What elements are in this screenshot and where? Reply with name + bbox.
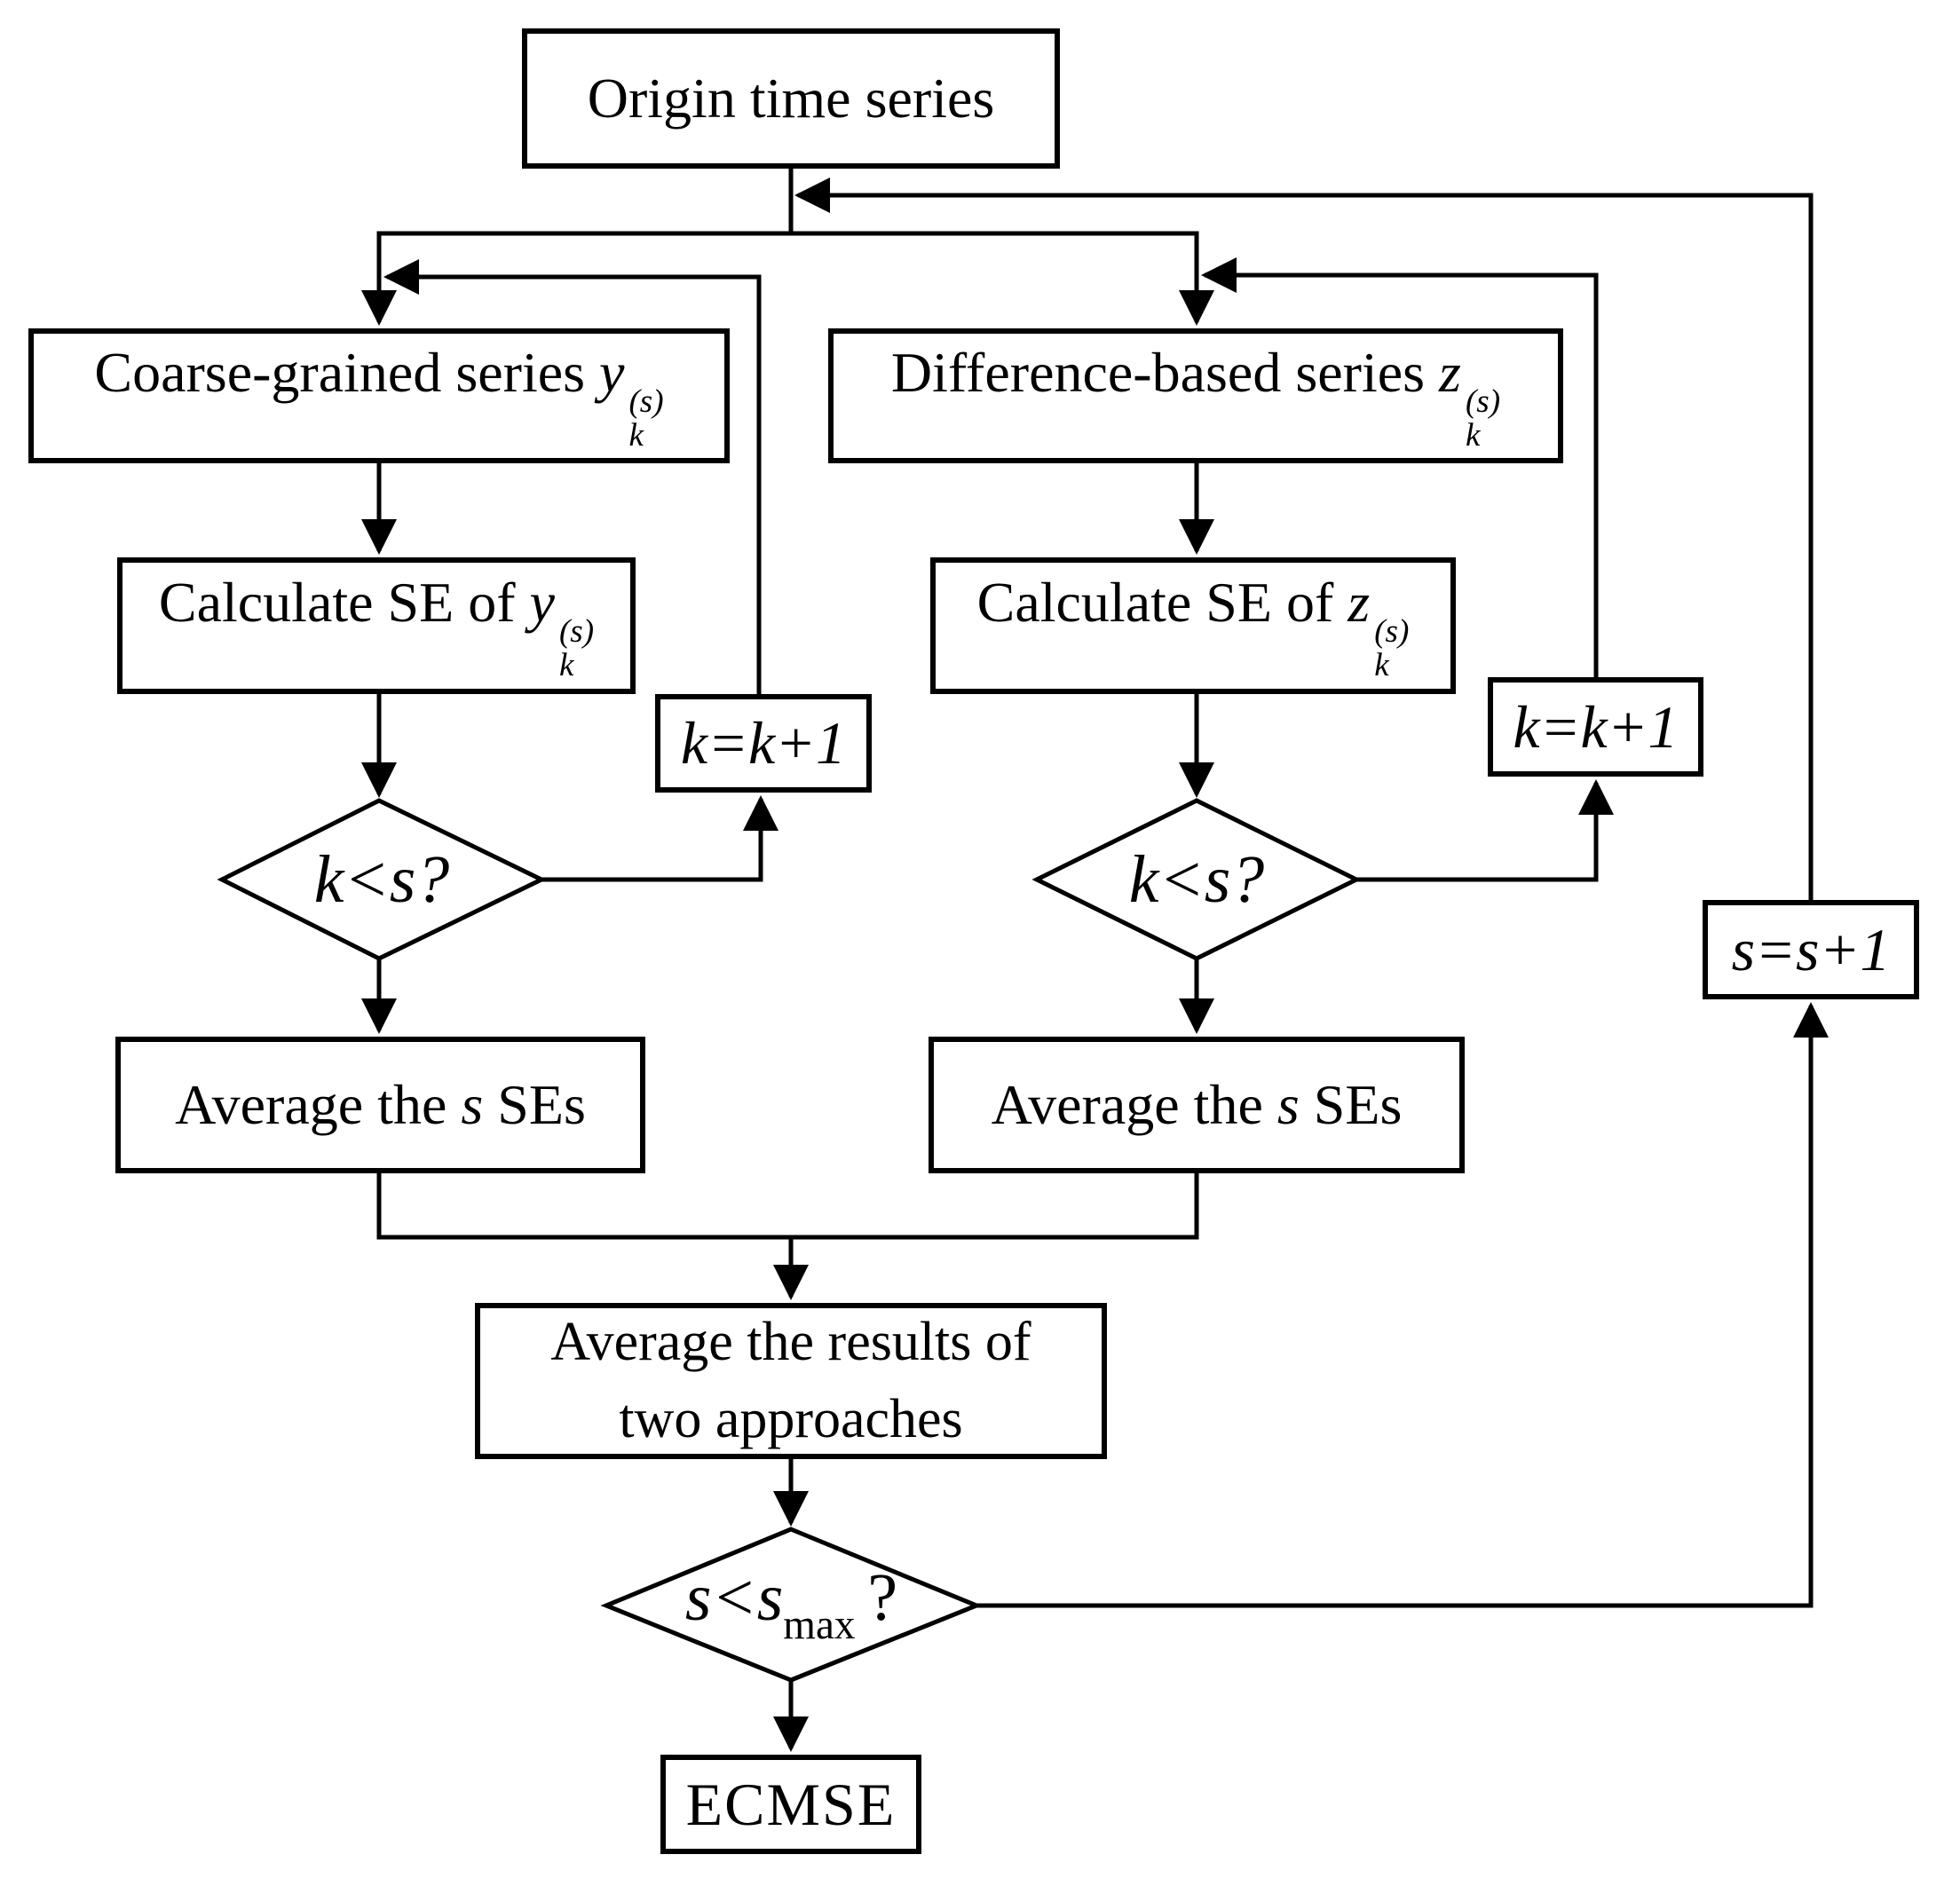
node-k-increment-left: k=k+1 bbox=[655, 694, 872, 793]
math-var: y bbox=[529, 570, 555, 634]
math-sup: (s) bbox=[1374, 612, 1410, 650]
math-sup: (s) bbox=[628, 383, 664, 420]
node-label: Calculate SE of y(s)k bbox=[159, 570, 594, 683]
node-label: k=k+1 bbox=[1513, 692, 1679, 761]
node-label: Average the results of two approaches bbox=[550, 1304, 1031, 1458]
node-label: Average the s SEs bbox=[992, 1072, 1403, 1138]
edge-split-to-difference bbox=[791, 231, 1214, 326]
edge-k-check-left-to-increment bbox=[541, 795, 778, 882]
node-s-increment: s=s+1 bbox=[1703, 900, 1919, 999]
label-text: Difference-based series bbox=[890, 340, 1440, 404]
node-calculate-se-z: Calculate SE of z(s)k bbox=[930, 557, 1456, 694]
node-calculate-se-y: Calculate SE of y(s)k bbox=[117, 557, 636, 694]
node-label: k<s? bbox=[1128, 841, 1265, 917]
math-var: y bbox=[599, 340, 625, 404]
node-label: Coarse-grained series y(s)k bbox=[94, 340, 663, 453]
math-sub: k bbox=[1465, 416, 1481, 454]
node-k-increment-right: k=k+1 bbox=[1488, 677, 1703, 777]
math-var: z bbox=[1348, 570, 1371, 634]
k-check-left-diamond bbox=[217, 798, 547, 961]
label-text: Calculate SE of bbox=[976, 570, 1348, 634]
edge-s-increment-feedback bbox=[794, 178, 1814, 900]
math-var: z bbox=[1439, 340, 1461, 404]
node-label: ECMSE bbox=[685, 1770, 897, 1838]
math-var: s bbox=[461, 1073, 484, 1137]
math-var: s bbox=[1276, 1073, 1300, 1137]
label-line-2: two approaches bbox=[619, 1389, 963, 1449]
node-s-check: s<smax? bbox=[606, 1529, 976, 1680]
node-average-results: Average the results of two approaches bbox=[475, 1303, 1107, 1459]
edge-k-increment-right-feedback bbox=[1201, 257, 1599, 677]
label-line-1: Average the results of bbox=[550, 1312, 1031, 1373]
math-var: s<s bbox=[684, 1560, 784, 1636]
label-text: ? bbox=[867, 1560, 898, 1636]
math-sub: k bbox=[558, 646, 574, 683]
math-sup: (s) bbox=[1465, 383, 1501, 420]
edge-merge-branches bbox=[376, 1172, 1199, 1240]
math-scripts: (s)k bbox=[1374, 612, 1410, 683]
node-label: k<s? bbox=[313, 841, 450, 917]
node-label: Calculate SE of z(s)k bbox=[977, 570, 1410, 683]
k-check-right-diamond bbox=[1031, 798, 1362, 961]
node-k-check-right: k<s? bbox=[1037, 801, 1356, 959]
edge-s-check-to-s-increment bbox=[976, 1002, 1829, 1608]
math-sub: k bbox=[628, 416, 644, 454]
label-text: SEs bbox=[1299, 1073, 1403, 1137]
node-coarse-grained-series: Coarse-grained series y(s)k bbox=[28, 328, 730, 463]
math-scripts: (s)k bbox=[1465, 383, 1501, 454]
node-label: Difference-based series z(s)k bbox=[891, 340, 1500, 453]
edge-k-check-right-to-increment bbox=[1356, 779, 1614, 882]
math-scripts: (s)k bbox=[628, 383, 664, 454]
node-label: Average the s SEs bbox=[175, 1072, 586, 1138]
label-text: Average the bbox=[991, 1073, 1277, 1137]
label-text: Average the bbox=[175, 1073, 462, 1137]
label-text: Coarse-grained series bbox=[94, 340, 600, 404]
label-text: SEs bbox=[483, 1073, 586, 1137]
node-label: Origin time series bbox=[587, 67, 995, 130]
math-sub: k bbox=[1374, 646, 1389, 683]
node-label: s=s+1 bbox=[1731, 915, 1891, 983]
node-label: s<smax? bbox=[685, 1559, 897, 1649]
node-origin-time-series: Origin time series bbox=[522, 28, 1060, 169]
node-average-ses-right: Average the s SEs bbox=[929, 1037, 1465, 1173]
node-ecmse-output: ECMSE bbox=[660, 1755, 921, 1854]
node-k-check-left: k<s? bbox=[222, 801, 541, 959]
node-average-ses-left: Average the s SEs bbox=[115, 1037, 645, 1173]
math-scripts: (s)k bbox=[558, 612, 595, 683]
edge-k-increment-left-feedback bbox=[383, 259, 762, 694]
node-label: k=k+1 bbox=[680, 709, 847, 777]
s-check-diamond bbox=[600, 1527, 983, 1683]
math-sup: (s) bbox=[558, 612, 595, 650]
edge-split-to-coarse bbox=[361, 231, 791, 326]
node-difference-based-series: Difference-based series z(s)k bbox=[828, 328, 1563, 463]
label-text: Calculate SE of bbox=[158, 570, 530, 634]
math-sub: max bbox=[783, 1602, 856, 1649]
